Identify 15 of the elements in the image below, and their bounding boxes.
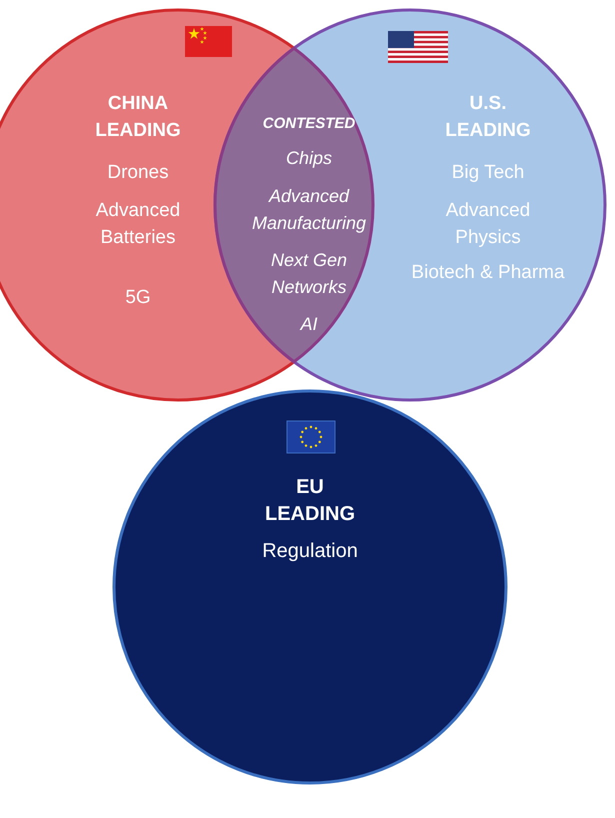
item-label: Chips: [284, 147, 334, 170]
item-label: Biotech & Pharma: [410, 261, 566, 285]
item-label: Next Gen Networks: [270, 249, 348, 299]
item-label: Advanced Physics: [444, 199, 532, 250]
region-heading: CHINA LEADING: [94, 92, 182, 143]
region-heading: EU LEADING: [265, 475, 355, 527]
item-label: Advanced Batteries: [94, 199, 182, 250]
region-heading: CONTESTED: [262, 114, 356, 134]
item-label: AI: [298, 313, 318, 336]
item-label: Advanced Manufacturing: [250, 185, 368, 235]
item-label: Big Tech: [450, 161, 526, 185]
region-heading: U.S. LEADING: [444, 92, 532, 143]
item-label: 5G: [124, 286, 152, 310]
item-label: Drones: [106, 161, 170, 185]
item-label: Regulation: [261, 539, 359, 564]
